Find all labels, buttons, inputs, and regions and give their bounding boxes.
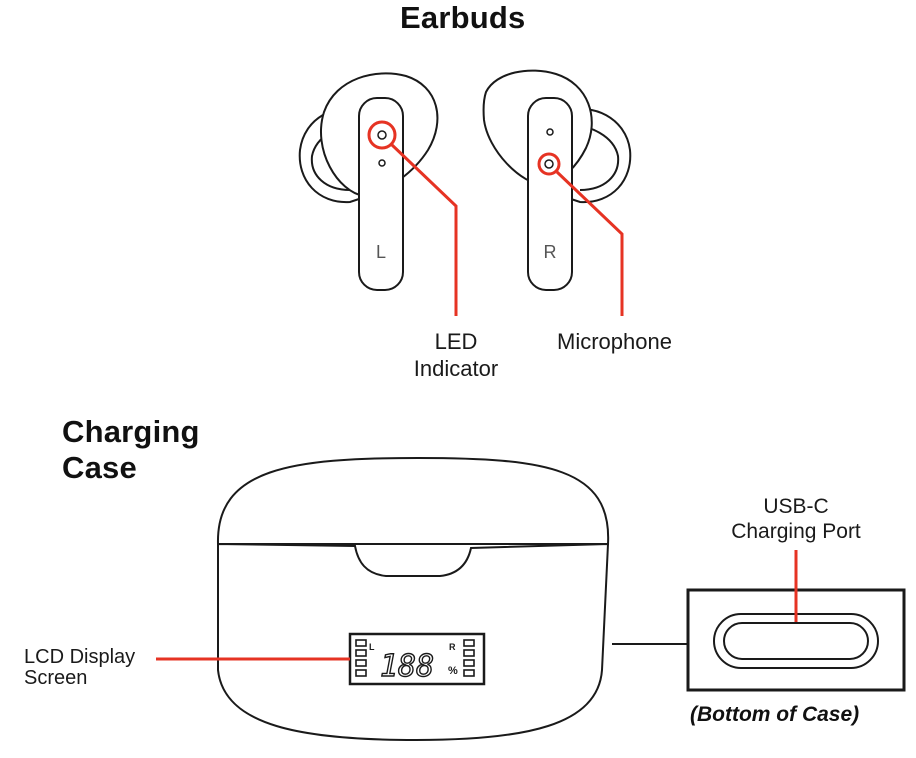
charging-case-heading-line2: Case (62, 450, 137, 485)
left-earbud-mark: L (376, 242, 386, 262)
lcd-contents (355, 639, 475, 677)
lcd-percent: % (448, 665, 458, 677)
lcd-display-label: LCD Display Screen (24, 647, 135, 689)
led-callout-ring (367, 120, 397, 150)
microphone-label: Microphone (557, 329, 672, 354)
right-earbud-stem (527, 97, 573, 291)
bottom-of-case-view (612, 588, 906, 692)
led-indicator-label-line2: Indicator (413, 356, 499, 381)
right-earbud-mark: R (544, 242, 557, 262)
mic-callout-line (555, 170, 624, 316)
usb-c-label-line1: USB-C (763, 495, 829, 518)
usb-c-port-inner (723, 622, 869, 660)
lcd-digits: 188 (380, 649, 434, 684)
led-callout-line (389, 142, 458, 316)
charging-case-lid (216, 456, 610, 545)
left-led-dot (377, 130, 387, 140)
right-earbud (482, 69, 632, 291)
usb-c-label-line2: Charging Port (731, 520, 861, 543)
lcd-display-screen (348, 632, 486, 686)
lcd-left-mark: L (369, 642, 375, 652)
charging-case (216, 456, 610, 742)
bottom-of-case-caption: (Bottom of Case) (690, 703, 860, 726)
charging-case-heading: Charging Case (62, 414, 200, 486)
right-mic-dot (544, 159, 554, 169)
charging-case-heading-line1: Charging (62, 414, 200, 449)
left-small-hole (378, 159, 386, 167)
earbuds-heading: Earbuds (400, 0, 526, 35)
lcd-display-label-line1: LCD Display (24, 646, 136, 668)
lcd-right-mark: R (449, 642, 456, 652)
left-earbud (298, 72, 439, 291)
led-indicator-label: LED Indicator (396, 328, 516, 382)
right-small-hole (546, 128, 554, 136)
usb-c-label: USB-C Charging Port (706, 494, 886, 544)
led-indicator-label-line1: LED (434, 329, 478, 354)
lcd-display-label-line2: Screen (24, 667, 88, 689)
mic-callout-ring (537, 152, 561, 176)
